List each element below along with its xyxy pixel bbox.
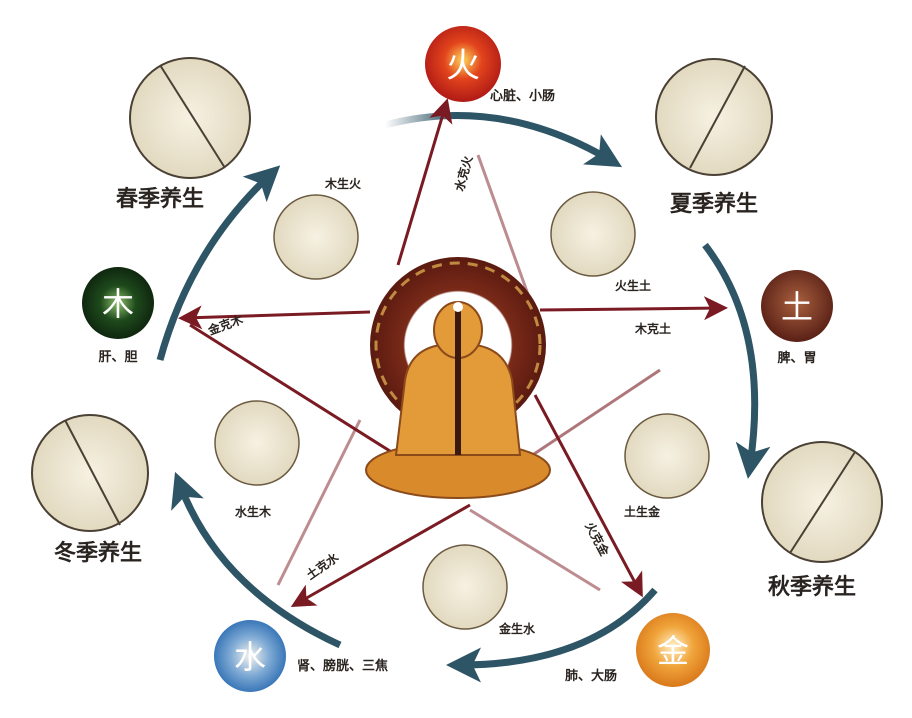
arrow-wood-controls-earth — [539, 296, 728, 321]
season-pictures — [31, 57, 883, 563]
cycle-arrow-wood-to-spring — [156, 165, 281, 361]
cycle-arrow-summer-to-autumn — [702, 242, 771, 479]
picture-metal-water — [422, 544, 508, 630]
organs-fire: 心脏、小肠 — [490, 88, 555, 104]
element-fire: 火 心脏、小肠 — [425, 26, 555, 104]
picture-spring — [129, 57, 251, 179]
generating-cycle-arrows — [156, 112, 771, 683]
organs-earth: 脾、胃 — [777, 350, 816, 366]
arrow-fire-controls-metal — [533, 394, 643, 598]
season-label-spring: 春季养生 — [116, 186, 204, 212]
cycle-arrow-autumn-to-winter — [446, 587, 658, 683]
meditating-figure-illustration — [365, 257, 551, 499]
element-char-water: 水 — [234, 638, 266, 676]
element-char-metal: 金 — [657, 632, 689, 670]
label-fire-controls-metal: 火克金 — [582, 519, 613, 559]
element-char-fire: 火 — [446, 46, 480, 86]
element-earth: 土 脾、胃 — [761, 270, 833, 366]
arrow-water-controls-fire — [396, 98, 453, 266]
label-water-generates-wood: 水生木 — [235, 504, 272, 519]
picture-fire-earth — [550, 191, 636, 277]
label-wood-generates-fire: 木生火 — [324, 176, 362, 191]
season-label-summer: 夏季养生 — [670, 191, 758, 217]
label-earth-controls-water: 土克水 — [303, 549, 342, 583]
picture-wood-fire — [273, 194, 359, 280]
organs-metal: 肺、大肠 — [565, 668, 617, 684]
cycle-arrow-spring-to-summer — [384, 112, 623, 168]
season-label-winter: 冬季养生 — [54, 540, 142, 566]
controlling-star-arrows — [178, 98, 728, 607]
label-water-controls-fire: 水克火 — [451, 153, 475, 193]
label-metal-controls-wood: 金克木 — [205, 311, 246, 338]
label-metal-generates-water: 金生水 — [498, 621, 536, 636]
element-water: 水 肾、膀胱、三焦 — [214, 620, 388, 692]
arrow-earth-controls-water — [290, 503, 471, 607]
organs-wood: 肝、胆 — [98, 350, 137, 365]
cycle-arrow-winter-to-spring — [171, 471, 342, 649]
label-wood-controls-earth: 木克土 — [634, 321, 671, 336]
element-char-earth: 土 — [781, 288, 813, 326]
picture-summer — [655, 58, 773, 176]
organs-water: 肾、膀胱、三焦 — [297, 658, 388, 674]
label-fire-generates-earth: 火生土 — [615, 278, 651, 293]
arrow-metal-controls-wood — [178, 305, 371, 330]
generating-pictures — [214, 191, 710, 630]
label-earth-generates-metal: 土生金 — [624, 504, 661, 519]
element-metal: 金 肺、大肠 — [565, 613, 710, 687]
picture-winter — [31, 414, 149, 532]
picture-earth-metal — [624, 413, 710, 499]
season-label-autumn: 秋季养生 — [768, 574, 856, 600]
element-wood: 木 肝、胆 — [82, 267, 154, 365]
element-char-wood: 木 — [102, 285, 134, 323]
picture-water-wood — [214, 400, 300, 486]
